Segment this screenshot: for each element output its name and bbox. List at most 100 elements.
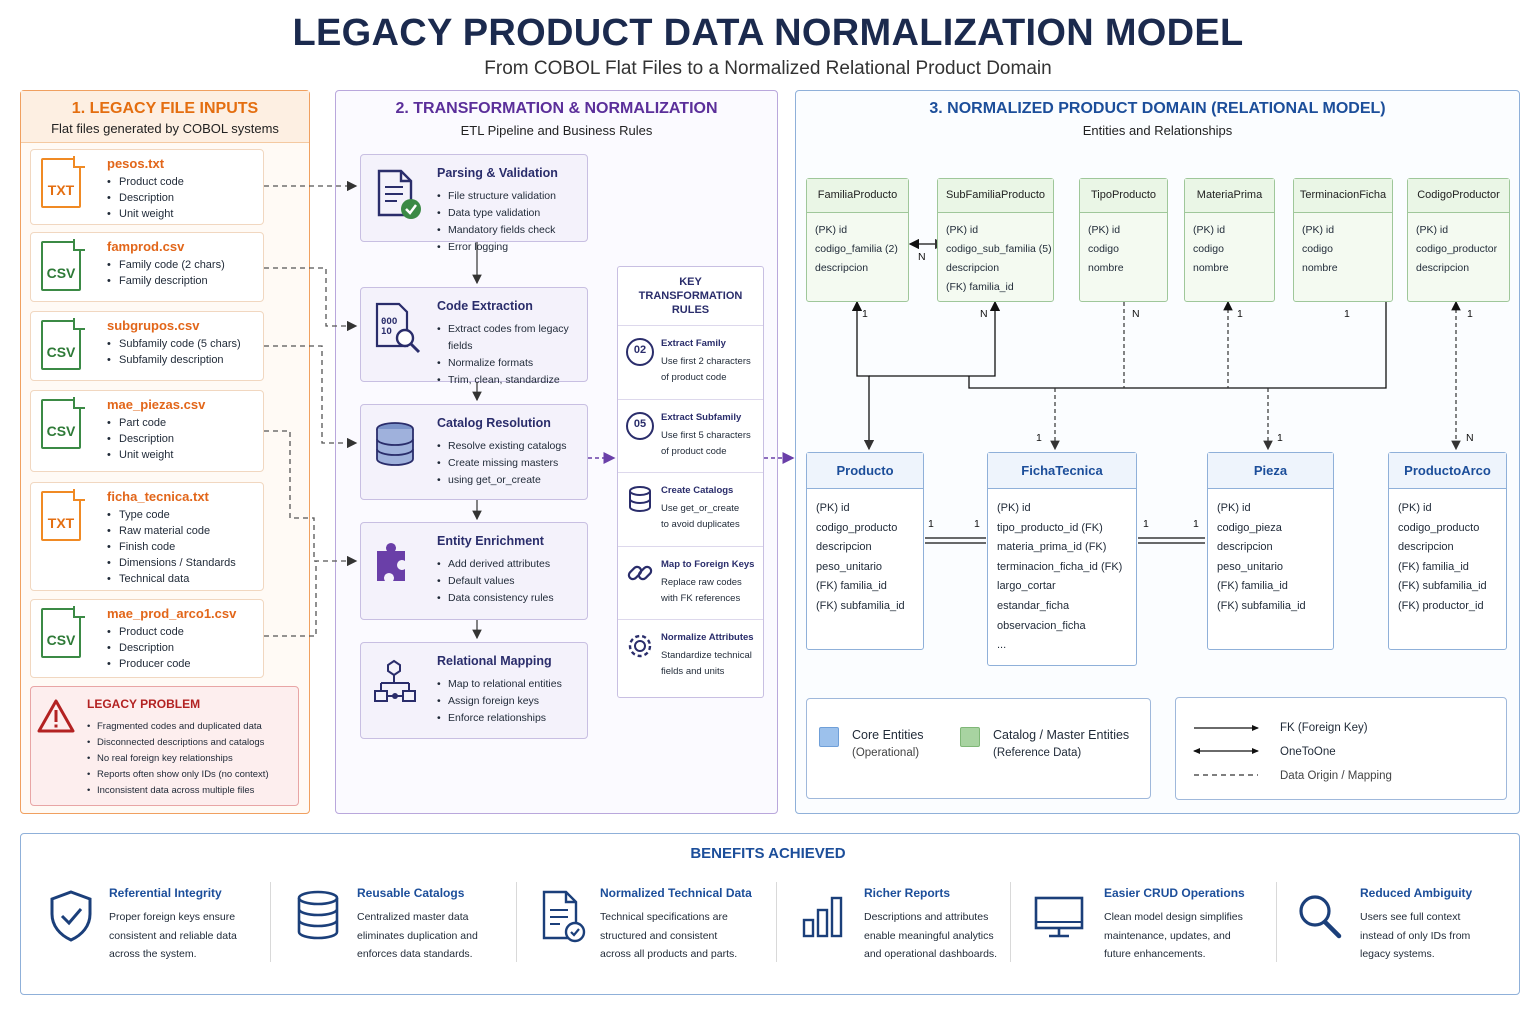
entity-field: (FK) familia_id (816, 580, 887, 593)
rule-desc-line: Replace raw codes (661, 576, 742, 588)
file-field: Description (107, 640, 191, 656)
benefit-desc-line: Descriptions and attributes (864, 911, 989, 923)
file-field: Description (107, 190, 184, 206)
file-field: Raw material code (107, 523, 236, 539)
entity-name: Pieza (1208, 453, 1333, 489)
entity-field: codigo (1088, 243, 1119, 255)
benefit-divider (1276, 882, 1277, 962)
entity-field: codigo (1193, 243, 1224, 255)
entity-field: codigo_producto (816, 521, 898, 534)
file-fields: Family code (2 chars)Family description (107, 257, 225, 289)
file-type: CSV (46, 344, 76, 360)
page-title: LEGACY PRODUCT DATA NORMALIZATION MODEL (292, 12, 1244, 54)
bar-chart-icon (798, 888, 848, 944)
cardinality-label: 1 (1193, 518, 1199, 530)
entity-field: (PK) id (997, 502, 1031, 514)
rule-desc-line: Standardize technical (661, 650, 752, 662)
entity-name: TerminacionFicha (1294, 179, 1392, 213)
file-field: Part code (107, 415, 174, 431)
step-title: Catalog Resolution (437, 416, 551, 430)
entity-field: (FK) familia_id (946, 281, 1014, 293)
step-items: Extract codes from legacy fieldsNormaliz… (437, 321, 587, 389)
benefit-desc-line: Proper foreign keys ensure (109, 911, 236, 923)
step-item: Trim, clean, standardize (437, 372, 587, 389)
cardinality-label: N (980, 308, 988, 320)
legend-onetoone: OneToOne (1280, 746, 1336, 758)
rule-title: Extract Family (661, 338, 726, 349)
legacy-problem-title: LEGACY PROBLEM (87, 697, 201, 711)
entity-fields: (PK) id codigo_sub_familia (5) descripcion… (938, 213, 1053, 297)
entity-field: materia_prima_id (FK) (997, 541, 1107, 554)
entity-field: codigo_familia (2) (815, 243, 898, 255)
entity-field: codigo_producto (1398, 521, 1480, 534)
link-icon (626, 559, 654, 587)
origin-link (264, 345, 358, 449)
pipeline-step: Parsing & ValidationFile structure valid… (360, 154, 588, 256)
search-icon (1294, 888, 1344, 944)
file-field: Type code (107, 507, 236, 523)
file-field: Technical data (107, 571, 236, 587)
step-item: File structure validation (437, 188, 556, 205)
benefit-desc-line: Centralized master data (357, 911, 469, 923)
file-type: CSV (46, 265, 76, 281)
step-items: Add derived attributesDefault valuesData… (437, 556, 554, 607)
file-type: CSV (46, 423, 76, 439)
step-item: Normalize formats (437, 355, 587, 372)
pipeline-step: Relational MappingMap to relational enti… (360, 642, 588, 739)
file-fields: Type codeRaw material codeFinish codeDim… (107, 507, 236, 587)
cardinality-label: N (918, 251, 926, 263)
step-item: Resolve existing catalogs (437, 438, 566, 455)
entity-field: (PK) id (946, 224, 979, 236)
benefit-desc-line: and operational dashboards. (864, 948, 998, 960)
panel-subtitle: Flat files generated by COBOL systems (51, 121, 279, 136)
txt-file-icon: TXT (41, 156, 85, 208)
entity-field: (PK) id (1217, 502, 1251, 514)
rule-title: Normalize Attributes (661, 632, 754, 644)
benefit-desc-line: Users see full context (1360, 911, 1461, 923)
entity-field: (FK) subfamilia_id (1398, 580, 1487, 593)
line-legend: FK (Foreign Key) OneToOne Data Origin / … (1175, 697, 1507, 800)
file-field: Unit weight (107, 447, 174, 463)
file-field: Finish code (107, 539, 236, 555)
entity-field: descripcion (946, 262, 1000, 274)
rule-number-icon: 02 (626, 338, 654, 366)
entity-field: (PK) id (1398, 502, 1432, 514)
benefit-desc-line: enforces data standards. (357, 948, 473, 960)
benefit-title: Easier CRUD Operations (1104, 886, 1245, 900)
file-name: mae_piezas.csv (107, 397, 206, 412)
file-field: Product code (107, 174, 184, 190)
catalog-swatch (960, 727, 980, 747)
warning-icon (37, 699, 75, 733)
step-items: Map to relational entitiesAssign foreign… (437, 676, 562, 727)
entity-field: nombre (1193, 262, 1229, 274)
benefit-title: Richer Reports (864, 886, 951, 900)
step-item: Map to relational entities (437, 676, 562, 693)
cardinality-label: 1 (1467, 308, 1473, 320)
benefit-divider (776, 882, 777, 962)
rule-title: Extract Subfamily (661, 411, 742, 423)
cardinality-label: N (1132, 308, 1140, 320)
legend-core-sub: (Operational) (852, 747, 920, 759)
panel-title: 1. LEGACY FILE INPUTS (71, 100, 259, 117)
entity-field: codigo_sub_familia (5) (946, 243, 1052, 255)
entity-field: largo_cortar (997, 580, 1056, 593)
entity-field: (FK) productor_id (1398, 599, 1484, 612)
legend-core-title: Core Entities (852, 728, 924, 742)
entity-name: FamiliaProducto (807, 179, 908, 213)
file-type: TXT (47, 182, 75, 198)
